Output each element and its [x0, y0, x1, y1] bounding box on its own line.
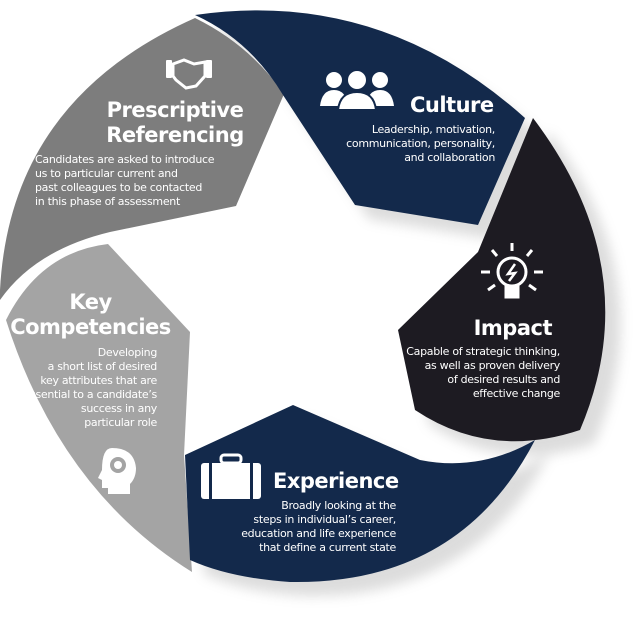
body-line: as well as proven delivery	[424, 359, 561, 372]
body-line: communication, personality,	[346, 137, 495, 150]
head-gear-icon	[98, 448, 136, 494]
handshake-icon	[166, 58, 212, 90]
segment-shape-culture	[195, 10, 525, 225]
segment-shape-key-competencies	[6, 244, 192, 572]
body-line: Broadly looking at the	[281, 499, 396, 512]
body-line: in this phase of assessment	[35, 195, 180, 208]
body-line: steps in individual’s career,	[253, 513, 396, 526]
body-line: a short list of desired	[47, 360, 158, 373]
body-line: and collaboration	[404, 151, 495, 164]
segment-body-key-competencies: Developing a short list of desired key a…	[23, 346, 158, 430]
body-line: that define a current state	[259, 541, 396, 554]
segment-body-culture: Leadership, motivation, communication, p…	[346, 123, 495, 165]
briefcase-icon	[201, 453, 261, 499]
segment-title-culture: Culture	[410, 93, 494, 118]
body-line: particular role	[84, 416, 157, 429]
segment-body-experience: Broadly looking at the steps in individu…	[241, 499, 396, 555]
body-line: success in any	[80, 402, 157, 415]
title-line: Culture	[410, 93, 494, 117]
segment-title-prescriptive-referencing: Prescriptive Referencing	[100, 98, 250, 148]
segment-shape-experience	[185, 405, 535, 583]
segment-title-key-competencies: Key Competencies	[8, 290, 173, 340]
body-line: of desired results and	[447, 373, 560, 386]
segment-shape-prescriptive-referencing	[0, 18, 284, 300]
body-line: Capable of strategic thinking,	[406, 345, 560, 358]
title-line: Competencies	[10, 315, 171, 339]
segment-title-impact: Impact	[473, 316, 553, 341]
title-line: Prescriptive	[106, 98, 244, 122]
segment-body-prescriptive-referencing: Candidates are asked to introduce us to …	[35, 153, 215, 209]
body-line: Candidates are asked to introduce	[35, 153, 215, 166]
body-line: Leadership, motivation,	[371, 123, 495, 136]
body-line: education and life experience	[241, 527, 396, 540]
segment-body-impact: Capable of strategic thinking, as well a…	[406, 345, 560, 401]
lightbulb-icon	[481, 243, 543, 299]
title-line: Key	[69, 290, 112, 314]
title-line: Referencing	[106, 123, 244, 147]
title-line: Experience	[273, 469, 399, 493]
body-line: essential to a candidate’s	[23, 388, 158, 401]
segment-title-experience: Experience	[273, 469, 399, 494]
title-line: Impact	[473, 316, 553, 340]
body-line: past colleagues to be contacted	[35, 181, 203, 194]
people-icon	[320, 69, 394, 111]
body-line: us to particular current and	[35, 167, 178, 180]
body-line: key attributes that are	[40, 374, 157, 387]
body-line: effective change	[472, 387, 560, 400]
body-line: Developing	[97, 346, 158, 359]
